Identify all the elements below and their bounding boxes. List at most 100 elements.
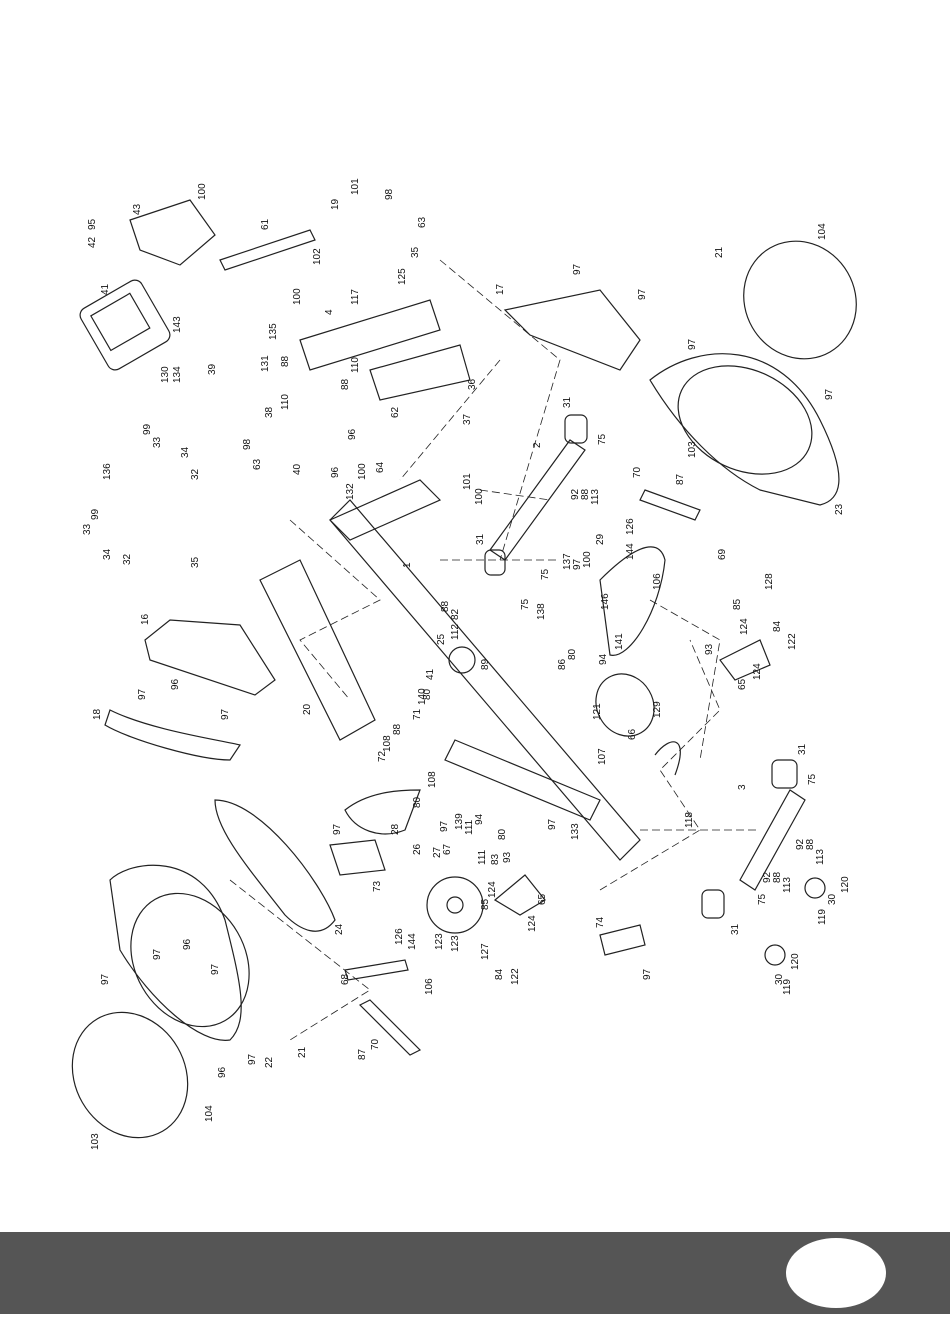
part-label: 97 <box>824 388 835 400</box>
part-label: 128 <box>764 573 775 590</box>
part-label: 31 <box>797 743 808 755</box>
part-label: 129 <box>652 701 663 718</box>
rail-70-right <box>639 489 701 521</box>
console-41 <box>79 279 171 371</box>
part-label: 97 <box>220 708 231 720</box>
part-label: 126 <box>394 928 405 945</box>
exploded-parts-diagram: 41 42 95 43 100 143 130 134 61 19 101 98… <box>71 178 857 1150</box>
part-label: 146 <box>600 593 611 610</box>
part-label: 3 <box>737 784 748 790</box>
part-label: 97 <box>439 820 450 832</box>
bracket-65 <box>493 874 546 916</box>
part-label: 28 <box>390 823 401 835</box>
box-73 <box>329 839 386 876</box>
pulley-26-hub <box>446 896 464 914</box>
part-label: 97 <box>642 968 653 980</box>
part-label: 65 <box>737 678 748 690</box>
shroud-22-opening <box>130 892 250 1028</box>
part-label: 141 <box>614 633 625 650</box>
part-label: 32 <box>190 468 201 480</box>
part-label: 99 <box>90 508 101 520</box>
part-label: 144 <box>625 543 636 560</box>
rail-68 <box>344 959 409 981</box>
part-label: 31 <box>730 923 741 935</box>
part-label: 75 <box>520 598 531 610</box>
part-label: 75 <box>597 433 608 445</box>
part-label: 2 <box>532 442 543 448</box>
part-label: 31 <box>562 396 573 408</box>
part-label: 113 <box>815 849 826 865</box>
part-label: 75 <box>540 568 551 580</box>
part-label: 80 <box>422 688 433 700</box>
assembly-line-6 <box>649 599 721 761</box>
part-label: 84 <box>772 620 783 632</box>
part-label: 97 <box>637 288 648 300</box>
part-label: 97 <box>247 1053 258 1065</box>
part-label: 40 <box>292 463 303 475</box>
part-label: 39 <box>207 363 218 375</box>
part-label: 86 <box>557 658 568 670</box>
part-label: 62 <box>390 406 401 418</box>
assembly-line-1 <box>289 519 381 701</box>
part-label: 125 <box>397 268 408 285</box>
part-label: 96 <box>170 678 181 690</box>
part-label: 43 <box>132 203 143 215</box>
shroud-22 <box>109 864 242 1041</box>
part-label: 63 <box>252 458 263 470</box>
part-label: 27 <box>432 846 443 858</box>
cover-62 <box>369 344 471 401</box>
part-label: 97 <box>547 818 558 830</box>
console-screen <box>90 292 151 352</box>
part-label: 122 <box>787 633 798 650</box>
part-label: 18 <box>92 708 103 720</box>
part-label: 35 <box>190 556 201 568</box>
frame-crossbar <box>444 739 601 821</box>
part-label: 99 <box>142 423 153 435</box>
part-label: 100 <box>197 183 208 200</box>
part-label: 108 <box>427 771 438 788</box>
part-label: 63 <box>417 216 428 228</box>
part-label: 87 <box>357 1048 368 1060</box>
part-label: 96 <box>347 428 358 440</box>
part-label: 38 <box>264 406 275 418</box>
part-label: 121 <box>592 703 603 720</box>
part-label: 66 <box>627 728 638 740</box>
part-label: 88 <box>440 600 451 612</box>
part-label: 97 <box>137 688 148 700</box>
part-label: 97 <box>152 948 163 960</box>
part-label: 94 <box>598 653 609 665</box>
part-label: 138 <box>536 603 547 620</box>
part-label: 4 <box>324 309 335 315</box>
part-label: 98 <box>242 438 253 450</box>
part-label: 97 <box>572 263 583 275</box>
part-label: 20 <box>302 703 313 715</box>
part-label: 119 <box>817 909 828 925</box>
part-label: 127 <box>480 943 491 960</box>
part-label: 107 <box>597 748 608 765</box>
part-label: 42 <box>87 236 98 248</box>
part-label: 97 <box>572 558 583 570</box>
part-label: 75 <box>757 893 768 905</box>
part-label: 84 <box>494 968 505 980</box>
part-label: 101 <box>350 178 361 195</box>
part-label: 33 <box>82 523 93 535</box>
part-label: 104 <box>204 1105 215 1122</box>
part-label: 111 <box>477 849 488 865</box>
part-label: 89 <box>480 658 491 670</box>
part-label: 124 <box>527 915 538 932</box>
part-label: 26 <box>412 843 423 855</box>
part-label: 102 <box>312 248 323 265</box>
part-label: 37 <box>462 413 473 425</box>
part-label: 23 <box>834 503 845 515</box>
part-label: 97 <box>100 973 111 985</box>
part-label: 29 <box>595 533 606 545</box>
disc-21-left <box>71 1011 189 1139</box>
assembly-line-9 <box>479 489 551 501</box>
part-label: 68 <box>340 973 351 985</box>
part-label: 24 <box>334 923 345 935</box>
part-label: 122 <box>510 968 521 985</box>
part-label: 1 <box>402 562 413 568</box>
part-label: 130 <box>160 366 171 383</box>
part-label: 113 <box>590 489 601 505</box>
part-label: 111 <box>464 819 475 835</box>
